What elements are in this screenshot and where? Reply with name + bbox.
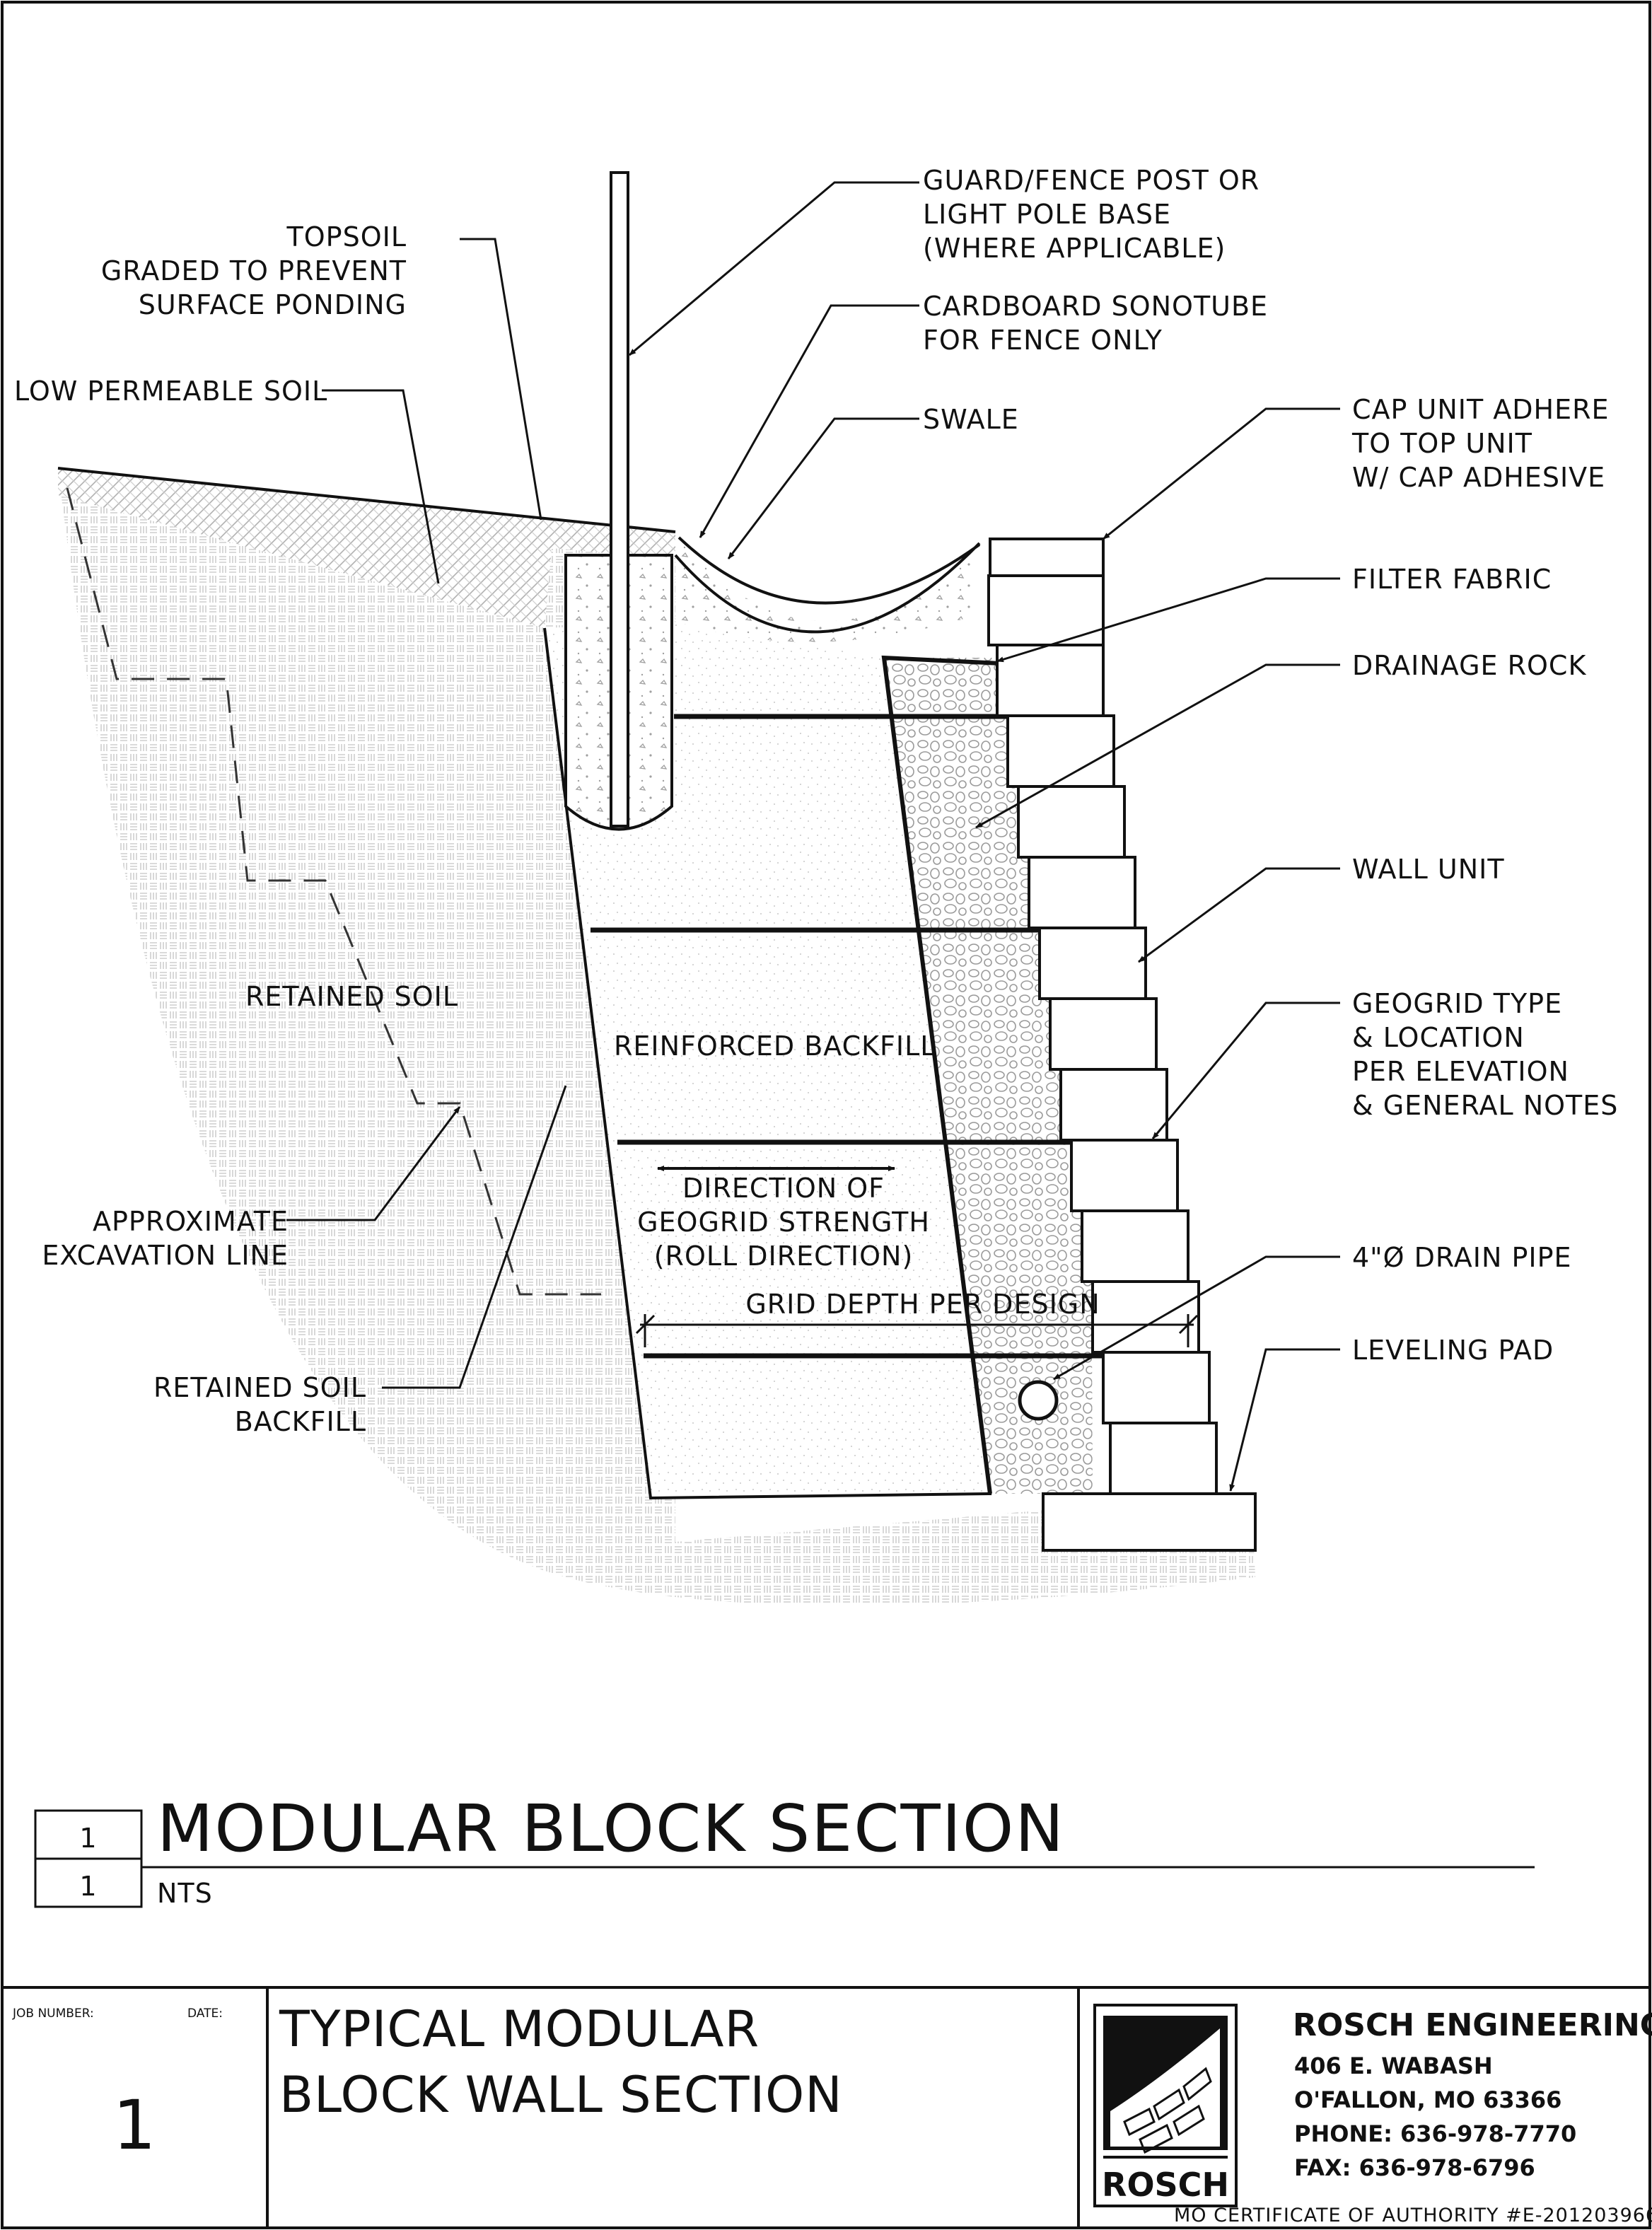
wall-unit bbox=[1091, 1280, 1200, 1354]
wall-unit bbox=[1081, 1209, 1189, 1283]
sheet-title-line-2: BLOCK WALL SECTION bbox=[279, 2066, 843, 2124]
swale bbox=[675, 532, 976, 642]
wall-unit bbox=[1006, 714, 1115, 788]
label-guard-post-3: (WHERE APPLICABLE) bbox=[923, 233, 1226, 264]
label-guard-post-2: LIGHT POLE BASE bbox=[923, 199, 1171, 230]
reinforced-backfill-area bbox=[545, 622, 990, 1498]
label-geogrid-4: & GENERAL NOTES bbox=[1352, 1090, 1618, 1121]
job-number-label: JOB NUMBER: bbox=[12, 2007, 94, 2021]
detail-title-block: 1 1 MODULAR BLOCK SECTION NTS bbox=[34, 1791, 1535, 1909]
swale-outline bbox=[674, 536, 981, 634]
firm-phone: PHONE: 636-978-7770 bbox=[1294, 2120, 1576, 2147]
label-guard-post-1: GUARD/FENCE POST OR bbox=[923, 165, 1260, 196]
label-retained-backfill-2: BACKFILL bbox=[235, 1406, 366, 1437]
ground-line bbox=[57, 467, 676, 533]
sheet-title-line-1: TYPICAL MODULAR bbox=[279, 2000, 760, 2058]
wall-unit bbox=[1070, 1139, 1179, 1212]
firm-address-2: O'FALLON, MO 63366 bbox=[1294, 2086, 1561, 2113]
label-cap-unit-1: CAP UNIT ADHERE bbox=[1352, 394, 1610, 425]
label-grid-depth: GRID DEPTH PER DESIGN bbox=[745, 1289, 1100, 1320]
label-geogrid-2: & LOCATION bbox=[1352, 1022, 1525, 1053]
detail-scale: NTS bbox=[157, 1878, 213, 1909]
label-direction-3: (ROLL DIRECTION) bbox=[654, 1241, 914, 1272]
logo-text: ROSCH bbox=[1102, 2166, 1229, 2204]
detail-number-bottom: 1 bbox=[79, 1871, 97, 1902]
wall-unit bbox=[1109, 1422, 1218, 1495]
excavation-line bbox=[66, 487, 601, 1296]
firm-fax: FAX: 636-978-6796 bbox=[1294, 2154, 1535, 2181]
certificate-text: MO CERTIFICATE OF AUTHORITY #E-201203966… bbox=[1174, 2205, 1652, 2226]
label-reinforced-backfill: REINFORCED BACKFILL bbox=[614, 1030, 936, 1062]
detail-title: MODULAR BLOCK SECTION bbox=[157, 1791, 1065, 1866]
label-swale: SWALE bbox=[923, 404, 1019, 435]
label-retained-soil: RETAINED SOIL bbox=[245, 981, 458, 1012]
callout-labels: TOPSOIL GRADED TO PREVENT SURFACE PONDIN… bbox=[14, 165, 1618, 1437]
label-cap-unit-2: TO TOP UNIT bbox=[1351, 428, 1532, 459]
sheet-title-block: JOB NUMBER: DATE: 1 TYPICAL MODULAR BLOC… bbox=[2, 1986, 1652, 2228]
topsoil-layer bbox=[58, 468, 675, 628]
label-excavation-1: APPROXIMATE bbox=[93, 1206, 289, 1237]
label-cap-unit-3: W/ CAP ADHESIVE bbox=[1352, 462, 1605, 493]
label-retained-backfill-1: RETAINED SOIL bbox=[153, 1372, 366, 1403]
label-low-permeable-soil: LOW PERMEABLE SOIL bbox=[14, 376, 327, 407]
label-geogrid-3: PER ELEVATION bbox=[1352, 1056, 1569, 1087]
job-number-value: 1 bbox=[112, 2086, 156, 2165]
leader-lines bbox=[286, 181, 1340, 1492]
label-leveling-pad: LEVELING PAD bbox=[1352, 1335, 1554, 1366]
label-topsoil-1: TOPSOIL bbox=[286, 221, 407, 252]
wall-unit bbox=[1102, 1351, 1211, 1424]
cap-unit bbox=[989, 538, 1105, 577]
wall-unit bbox=[1038, 927, 1147, 1000]
label-geogrid-1: GEOGRID TYPE bbox=[1352, 988, 1562, 1019]
label-sonotube-1: CARDBOARD SONOTUBE bbox=[923, 291, 1268, 322]
firm-name: ROSCH ENGINEERING bbox=[1293, 2007, 1652, 2043]
wall-unit bbox=[1049, 997, 1158, 1071]
wall-unit bbox=[1059, 1068, 1168, 1142]
label-wall-unit: WALL UNIT bbox=[1352, 854, 1505, 885]
date-label: DATE: bbox=[187, 2007, 223, 2021]
label-excavation-2: EXCAVATION LINE bbox=[42, 1240, 289, 1271]
grid-depth-dimension bbox=[635, 1314, 1199, 1347]
label-direction-2: GEOGRID STRENGTH bbox=[637, 1207, 930, 1238]
wall-unit bbox=[1017, 785, 1126, 859]
drain-pipe bbox=[1018, 1380, 1059, 1421]
label-topsoil-3: SURFACE PONDING bbox=[139, 289, 407, 320]
label-topsoil-2: GRADED TO PREVENT bbox=[101, 255, 407, 286]
detail-number-top: 1 bbox=[79, 1823, 97, 1854]
wall-units bbox=[987, 538, 1257, 1552]
label-direction-1: DIRECTION OF bbox=[682, 1173, 885, 1204]
rosch-logo: ROSCH bbox=[1093, 2004, 1238, 2207]
label-filter-fabric: FILTER FABRIC bbox=[1352, 564, 1552, 595]
wall-unit bbox=[1028, 856, 1136, 929]
fence-post bbox=[610, 171, 629, 827]
label-drainage-rock: DRAINAGE ROCK bbox=[1352, 650, 1586, 681]
section-drawing bbox=[57, 171, 1340, 1605]
firm-address-1: 406 E. WABASH bbox=[1294, 2052, 1493, 2079]
label-drain-pipe: 4"Ø DRAIN PIPE bbox=[1352, 1242, 1572, 1273]
leveling-pad bbox=[1042, 1492, 1257, 1552]
label-sonotube-2: FOR FENCE ONLY bbox=[923, 325, 1163, 356]
